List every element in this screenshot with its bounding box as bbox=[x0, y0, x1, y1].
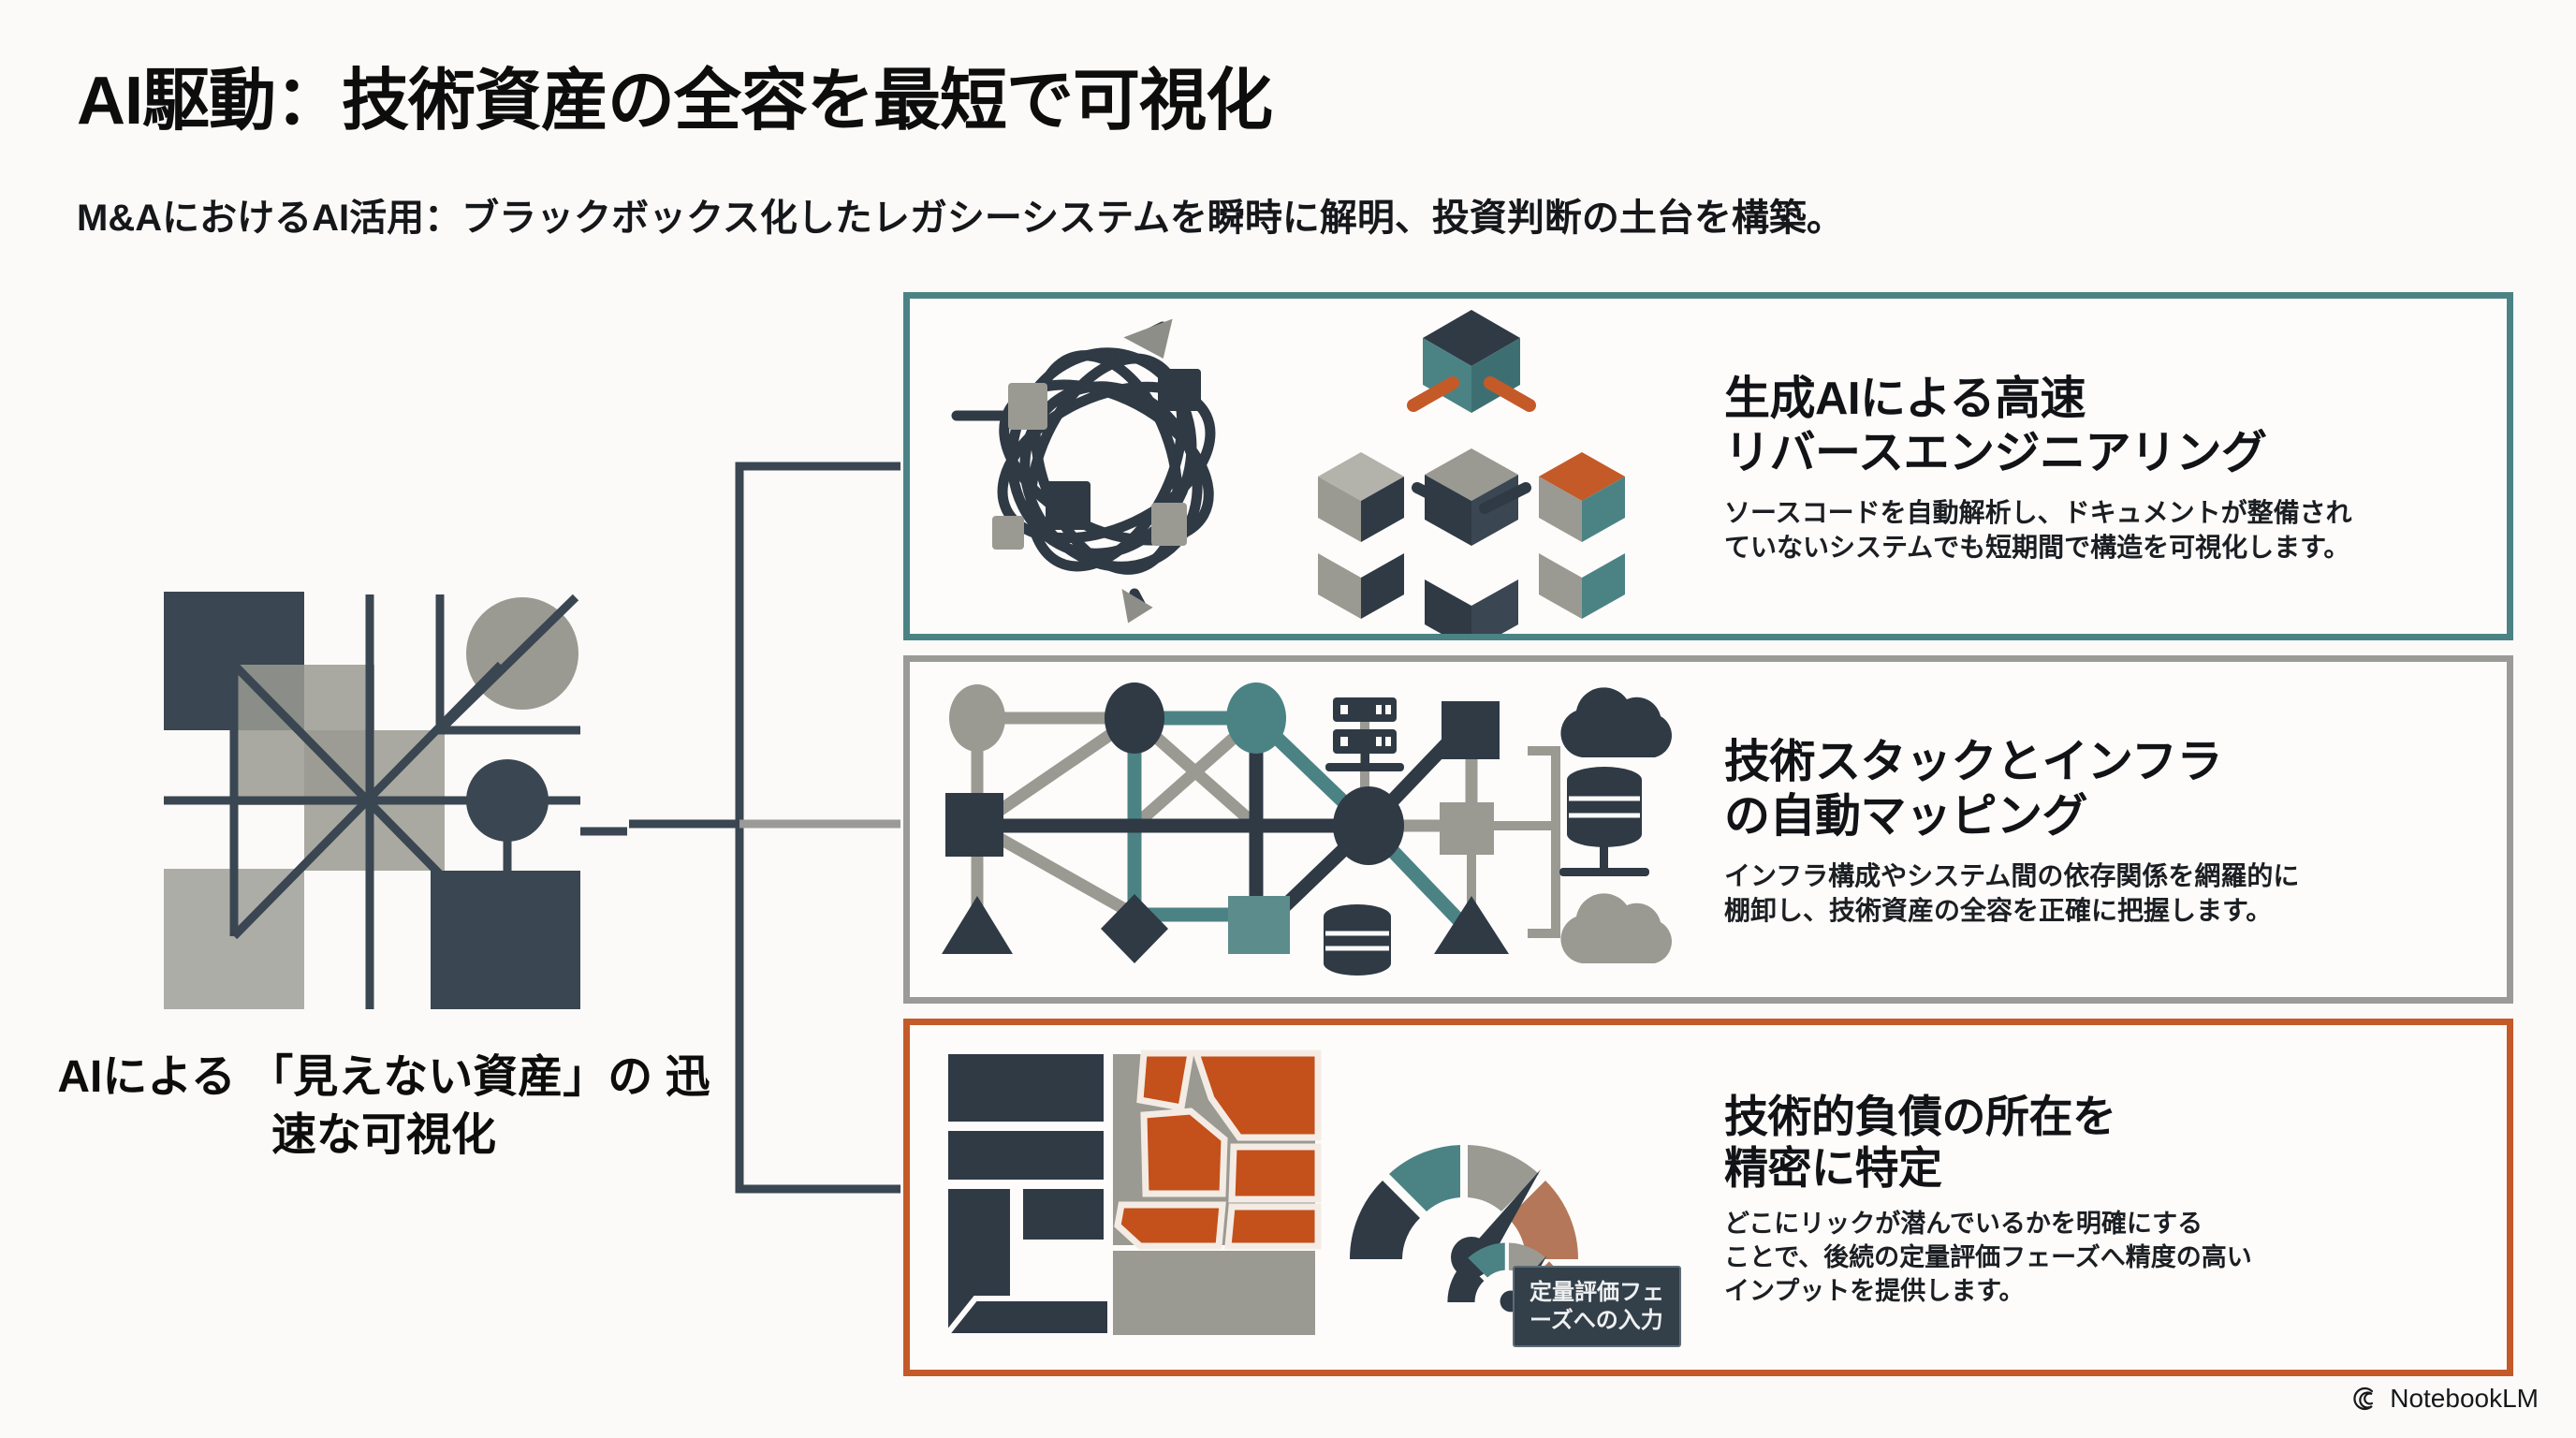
tangled-threads-and-isometric-cube-illustration bbox=[910, 299, 1696, 634]
card-text-block: 技術的負債の所在を 精密に特定 どこにリックが潜んでいるかを明確にする ことで、… bbox=[1696, 1025, 2507, 1370]
card-heading: 技術スタックとインフラ の自動マッピング bbox=[1724, 737, 2223, 842]
network-topology-infrastructure-illustration bbox=[910, 662, 1696, 997]
status-badge: 定量評価フェ ーズへの入力 bbox=[1513, 1266, 1681, 1347]
card-text-block: 生成AIによる高速 リバースエンジニアリング ソースコードを自動解析し、ドキュメ… bbox=[1696, 299, 2507, 634]
feature-card-reverse-engineering[interactable]: 生成AIによる高速 リバースエンジニアリング ソースコードを自動解析し、ドキュメ… bbox=[903, 292, 2513, 640]
card-heading: 生成AIによる高速 リバースエンジニアリング bbox=[1724, 374, 2267, 478]
page-subtitle: M&AにおけるAI活用：ブラックボックス化したレガシーシステムを瞬時に解明、投資… bbox=[77, 198, 1844, 239]
feature-card-tech-stack-mapping[interactable]: 技術スタックとインフラ の自動マッピング インフラ構成やシステム間の依存関係を網… bbox=[903, 655, 2513, 1004]
cracked-blocks-and-gauges-illustration: 定量評価フェ ーズへの入力 bbox=[910, 1025, 1696, 1370]
card-heading: 技術的負債の所在を 精密に特定 bbox=[1724, 1092, 2116, 1194]
notebooklm-watermark: NotebookLM bbox=[2350, 1384, 2539, 1414]
feature-card-technical-debt[interactable]: 定量評価フェ ーズへの入力 技術的負債の所在を 精密に特定 どこにリックが潜んで… bbox=[903, 1019, 2513, 1376]
hero-diagram bbox=[140, 552, 627, 1020]
card-description: どこにリックが潜んでいるかを明確にする ことで、後続の定量評価フェーズへ精度の高… bbox=[1724, 1210, 2252, 1305]
page-title: AI駆動：技術資産の全容を最短で可視化 bbox=[77, 64, 1273, 139]
notebooklm-spiral-icon bbox=[2350, 1385, 2378, 1413]
hero-label: AIによる 「見えない資産」の 迅速な可視化 bbox=[57, 1052, 710, 1161]
card-description: インフラ構成やシステム間の依存関係を網羅的に 棚卸し、技術資産の全容を正確に把握… bbox=[1724, 861, 2300, 926]
card-description: ソースコードを自動解析し、ドキュメントが整備され ていないシステムでも短期間で構… bbox=[1724, 498, 2352, 563]
notebooklm-label: NotebookLM bbox=[2390, 1384, 2539, 1413]
card-text-block: 技術スタックとインフラ の自動マッピング インフラ構成やシステム間の依存関係を網… bbox=[1696, 662, 2507, 997]
